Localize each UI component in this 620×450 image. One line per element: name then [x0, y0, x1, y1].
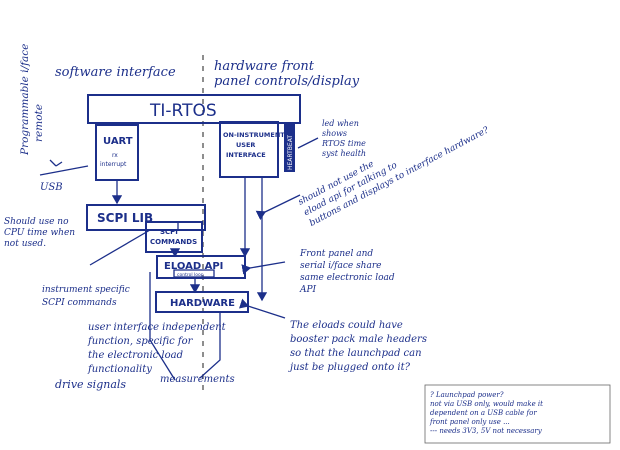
- control-loop-block: [173, 269, 215, 278]
- heartbeat-block: [284, 122, 295, 172]
- remote-label: remote: [33, 104, 45, 142]
- usb-cable: [39, 165, 89, 176]
- drive-signals-label: drive signals: [55, 378, 126, 391]
- launchpad-note-box: [424, 384, 611, 444]
- measurement-line: [199, 312, 221, 379]
- uart-label: UART: [103, 136, 133, 147]
- usb-label: USB: [40, 182, 63, 193]
- ui-label-line3: INTERFACE: [226, 151, 266, 159]
- launchpad-note-line: --- needs 3V3, 5V not necessary: [430, 427, 543, 435]
- instrument-note-line: SCPI commands: [42, 298, 117, 308]
- scpi-commands-block: [145, 221, 203, 253]
- cloads-note-line: just be plugged onto it?: [288, 362, 411, 373]
- led-note: led when shows RTOS time syst health: [321, 119, 366, 158]
- independent-note-line: functionality: [87, 364, 152, 375]
- programmable-iface-label: Programmable i/face: [19, 44, 31, 156]
- frontpanel-note-line: serial i/face share: [300, 261, 381, 271]
- led-note-line: RTOS time: [321, 139, 366, 148]
- cloads-note-line: so that the launchpad can: [290, 348, 422, 359]
- frontpanel-note-line: Front panel and: [299, 249, 373, 259]
- instrument-note: instrument specific SCPI commands: [42, 285, 130, 308]
- independent-note-line: the electronic load: [88, 350, 183, 361]
- instrument-note-line: [89, 229, 151, 266]
- scpi-lib-label: SCPI LIB: [97, 211, 153, 225]
- frontpanel-note-line: API: [299, 285, 317, 295]
- led-note-line: syst health: [322, 149, 366, 158]
- measurements-label: measurements: [160, 374, 235, 385]
- ti-rtos-block: [87, 94, 301, 124]
- user-interface-block: [219, 121, 279, 178]
- eload-note-arrow: [255, 194, 301, 221]
- hardware-label: HARDWARE: [170, 298, 235, 309]
- ti-rtos-label: TI-RTOS: [149, 101, 217, 121]
- software-interface-header: software interface: [55, 65, 176, 80]
- control-loop-label: control loop: [177, 272, 204, 278]
- hardware-header-line2: panel controls/display: [214, 74, 360, 89]
- cpu-note-line: CPU time when: [4, 228, 75, 238]
- cpu-note-line: Should use no: [4, 217, 69, 227]
- launchpad-note-line: front panel only use ...: [429, 418, 510, 426]
- cloads-note-line: booster pack male headers: [290, 334, 427, 345]
- cloads-note-arrow: [238, 298, 286, 319]
- led-note-line: [297, 137, 319, 149]
- scpi-commands-line1: SCPI: [160, 228, 178, 236]
- cloads-note-line: The eloads could have: [290, 320, 403, 331]
- heartbeat-label: HEARTBEAT: [287, 135, 294, 170]
- eload-api-label: ELOAD API: [164, 261, 223, 272]
- usb-icon: [49, 159, 63, 167]
- launchpad-note-line: not via USB only, would make it: [430, 400, 543, 408]
- launchpad-note-line: ? Launchpad power?: [430, 391, 504, 399]
- uart-rx-label: rx: [112, 152, 118, 159]
- ui-label-line1: ON-INSTRUMENT: [223, 131, 285, 139]
- independent-note-line: function, specific for: [87, 336, 194, 347]
- cpu-note-line: not used.: [4, 239, 46, 249]
- uart-interrupt-label: interrupt: [100, 161, 127, 168]
- instrument-note-line: instrument specific: [42, 285, 130, 295]
- led-note-line: led when: [322, 119, 359, 128]
- cpu-note: Should use no CPU time when not used.: [4, 217, 75, 249]
- drive-signal-line: [149, 272, 176, 381]
- led-note-line: shows: [322, 129, 347, 138]
- cloads-note: The eloads could have booster pack male …: [288, 320, 427, 373]
- ui-label-line2: USER: [236, 141, 255, 149]
- frontpanel-note-line: same electronic load: [300, 273, 395, 283]
- frontpanel-note: Front panel and serial i/face share same…: [299, 249, 395, 295]
- launchpad-note: ? Launchpad power? not via USB only, wou…: [429, 391, 543, 435]
- launchpad-note-line: dependent on a USB cable for: [430, 409, 537, 417]
- scpi-commands-line2: COMMANDS: [150, 238, 197, 246]
- frontpanel-note-arrow: [241, 261, 286, 275]
- independent-note-line: user interface independent: [88, 322, 227, 333]
- hardware-header-line1: hardware front: [214, 59, 315, 74]
- independent-note: user interface independent function, spe…: [87, 322, 227, 375]
